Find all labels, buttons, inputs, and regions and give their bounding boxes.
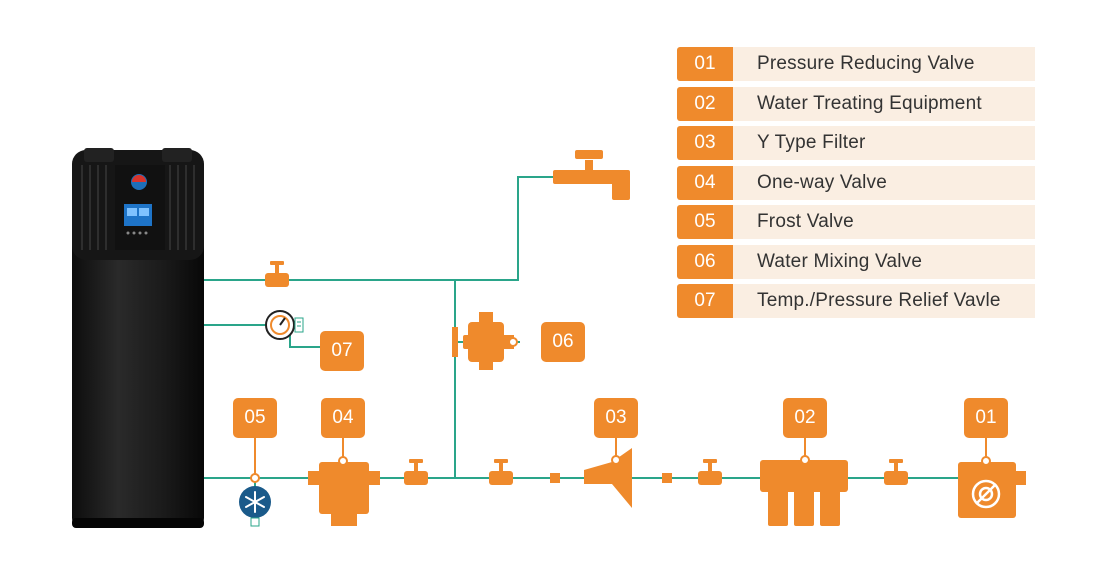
ball-valve-icon: [265, 261, 289, 287]
legend-label: One-way Valve: [733, 165, 1035, 200]
water-treating-equipment-icon: [760, 460, 848, 526]
legend-row: 01 Pressure Reducing Valve: [677, 47, 1035, 81]
legend-number: 07: [677, 284, 733, 318]
one-way-valve-icon: [308, 462, 380, 526]
tag-03: 03: [594, 398, 638, 438]
ball-valve-icon: [404, 459, 428, 485]
legend-number: 02: [677, 86, 733, 121]
legend-label: Pressure Reducing Valve: [733, 47, 1035, 81]
legend-row: 04 One-way Valve: [677, 165, 1035, 200]
snowflake-icon: [239, 486, 271, 527]
legend-label: Temp./Pressure Relief Vavle: [733, 284, 1035, 318]
legend-row: 07 Temp./Pressure Relief Vavle: [677, 284, 1035, 318]
tag-04: 04: [321, 398, 365, 438]
tag-05: 05: [233, 398, 277, 438]
ball-valve-icon: [489, 459, 513, 485]
pressure-gauge-icon: [265, 310, 304, 340]
legend-row: 05 Frost Valve: [677, 205, 1035, 239]
legend-row: 06 Water Mixing Valve: [677, 244, 1035, 279]
y-type-filter-icon: [584, 448, 632, 508]
ball-valve-icon: [884, 459, 908, 485]
legend-number: 04: [677, 165, 733, 200]
legend-label: Y Type Filter: [733, 126, 1035, 160]
legend-label: Water Treating Equipment: [733, 86, 1035, 121]
ball-valve-icon: [698, 459, 722, 485]
pipe-coupling: [550, 473, 672, 483]
legend-number: 06: [677, 244, 733, 279]
faucet-icon: [553, 150, 630, 200]
component-legend: 01 Pressure Reducing Valve 02 Water Trea…: [677, 47, 1035, 324]
tag-07: 07: [320, 331, 364, 371]
legend-label: Water Mixing Valve: [733, 244, 1035, 279]
tag-06: 06: [541, 322, 585, 362]
legend-row: 03 Y Type Filter: [677, 126, 1035, 160]
legend-label: Frost Valve: [733, 205, 1035, 239]
tag-02: 02: [783, 398, 827, 438]
legend-number: 05: [677, 205, 733, 239]
legend-number: 01: [677, 47, 733, 81]
tag-01: 01: [964, 398, 1008, 438]
heat-pump-water-heater: [72, 148, 204, 528]
pressure-reducing-valve-icon: [958, 462, 1026, 518]
legend-number: 03: [677, 126, 733, 160]
legend-row: 02 Water Treating Equipment: [677, 86, 1035, 121]
